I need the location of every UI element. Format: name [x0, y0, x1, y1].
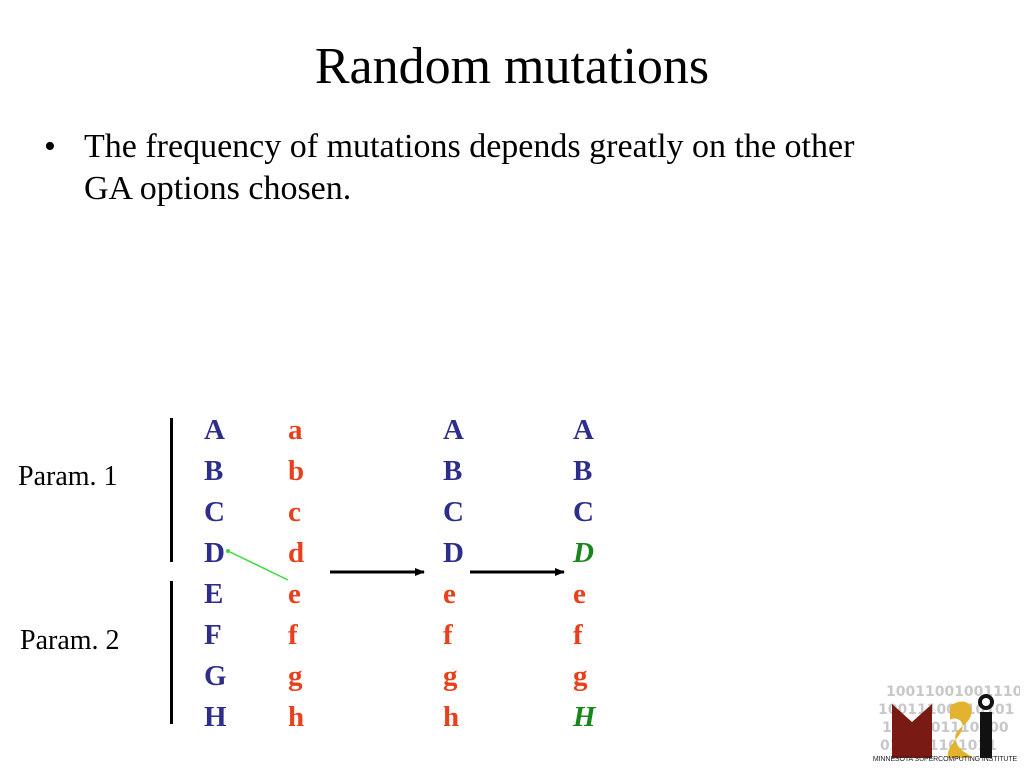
gene-cell: f	[288, 619, 298, 651]
msi-logo: 10011001001110 10011100110101 1101101110…	[878, 684, 1020, 758]
logo-binary-row: 10011001001110	[886, 684, 1020, 700]
bullet-text: The frequency of mutations depends great…	[84, 128, 855, 207]
gene-cell: h	[443, 701, 460, 733]
mutated-gene-cell: H	[573, 701, 596, 733]
parent-a-column: A B C D E F G H	[204, 410, 227, 738]
logo-m-shape	[892, 704, 932, 758]
gene-cell: C	[204, 496, 225, 528]
gene-cell: a	[288, 414, 303, 446]
gene-cell: C	[573, 496, 594, 528]
gene-cell: A	[443, 414, 464, 446]
logo-caption: MINNESOTA SUPERCOMPUTING INSTITUTE	[872, 756, 1018, 763]
offspring-column: A B C D e f g h	[443, 410, 464, 738]
gene-cell: g	[288, 660, 303, 692]
mutated-column: A B C D e f g H	[573, 410, 596, 738]
gene-cell: f	[443, 619, 453, 651]
param-2-label: Param. 2	[20, 625, 120, 656]
gene-cell: h	[288, 701, 305, 733]
gene-cell: E	[204, 578, 224, 610]
crossover-point	[226, 549, 230, 553]
slide-title: Random mutations	[314, 38, 710, 95]
gene-cell: d	[288, 537, 305, 569]
logo-s-shape	[947, 701, 972, 758]
gene-cell: b	[288, 455, 305, 487]
gene-cell: e	[573, 578, 586, 610]
param-2-bracket	[170, 581, 173, 724]
gene-cell: B	[573, 455, 593, 487]
gene-cell: g	[443, 660, 458, 692]
gene-cell: G	[204, 660, 227, 692]
logo-i-shape	[980, 712, 992, 758]
param-1-label: Param. 1	[18, 461, 118, 492]
param-1-bracket	[170, 418, 173, 562]
gene-cell: H	[204, 701, 227, 733]
gene-cell: e	[288, 578, 301, 610]
parent-b-column: a b c d e f g h	[288, 410, 304, 738]
gene-cell: f	[573, 619, 583, 651]
gene-cell: F	[204, 619, 222, 651]
gene-cell: C	[443, 496, 464, 528]
gene-cell: D	[443, 537, 464, 569]
mutated-gene-cell: D	[573, 537, 594, 569]
gene-cell: A	[573, 414, 594, 446]
bullet-dot: •	[44, 128, 56, 165]
gene-cell: D	[204, 537, 225, 569]
gene-cell: e	[443, 578, 456, 610]
gene-cell: c	[288, 496, 301, 528]
gene-cell: A	[204, 414, 225, 446]
crossover-line	[227, 550, 289, 581]
gene-cell: B	[204, 455, 224, 487]
gene-cell: B	[443, 455, 463, 487]
gene-cell: g	[573, 660, 588, 692]
